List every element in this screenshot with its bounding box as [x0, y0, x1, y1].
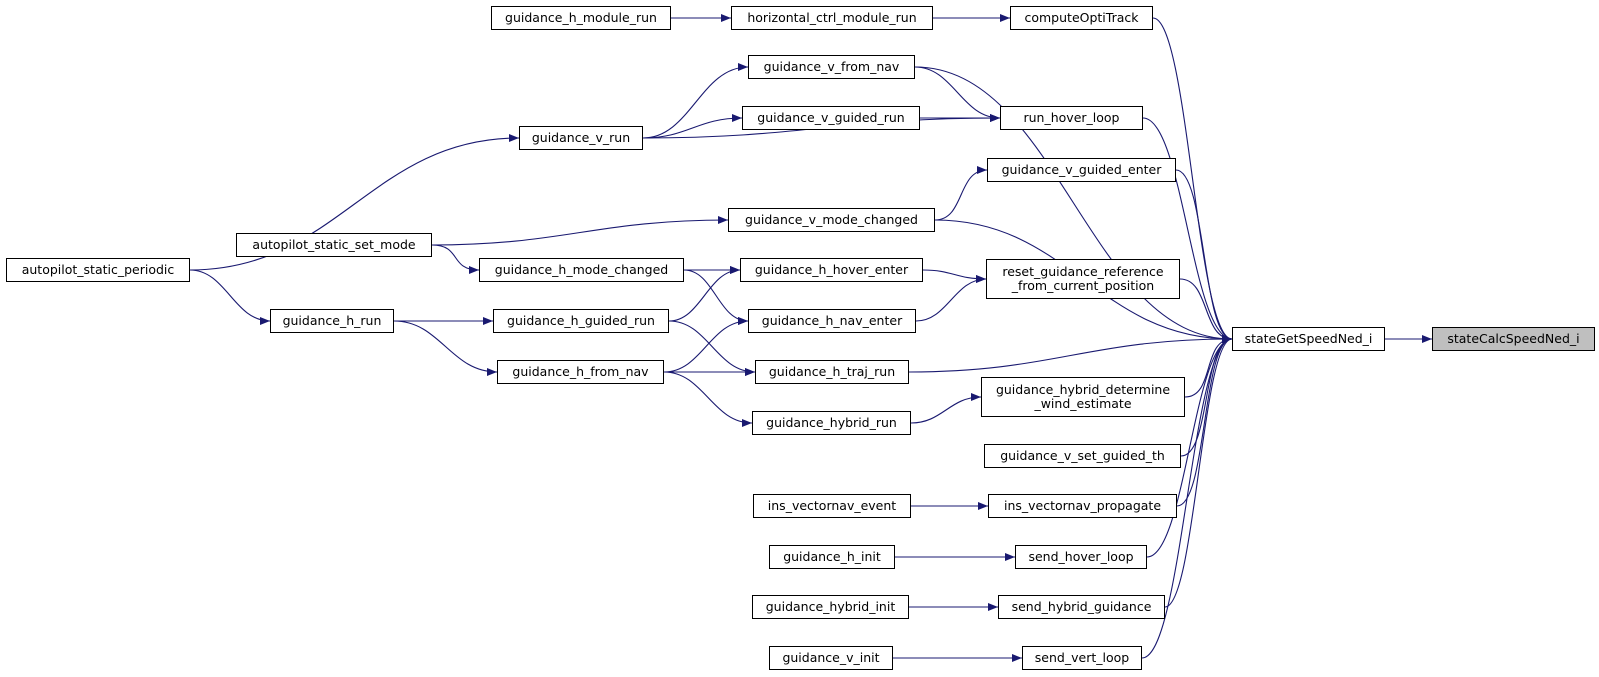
edge-send_hybrid_guidance-to-stateGetSpeedNed_i	[1164, 335, 1233, 608]
node-guidance_h_init[interactable]: guidance_h_init	[769, 545, 895, 569]
node-guidance_v_mode_changed[interactable]: guidance_v_mode_changed	[728, 208, 935, 232]
node-ins_vectornav_propagate[interactable]: ins_vectornav_propagate	[988, 494, 1177, 518]
edge-guidance_v_mode_changed-to-guidance_v_guided_enter	[934, 166, 988, 221]
node-guidance_h_run[interactable]: guidance_h_run	[270, 309, 394, 333]
node-guidance_h_mode_changed[interactable]: guidance_h_mode_changed	[479, 258, 684, 282]
node-guidance_hybrid_determine_wind_estimate[interactable]: guidance_hybrid_determine _wind_estimate	[981, 377, 1185, 417]
node-guidance_hybrid_run[interactable]: guidance_hybrid_run	[752, 411, 911, 435]
edge-guidance_h_hover_enter-to-reset_guidance_reference_from_current_position	[922, 269, 987, 283]
edge-send_hover_loop-to-stateGetSpeedNed_i	[1146, 335, 1233, 558]
node-stateCalcSpeedNed_i: stateCalcSpeedNed_i	[1432, 327, 1595, 351]
edge-guidance_h_mode_changed-to-guidance_h_nav_enter	[683, 269, 749, 325]
edge-guidance_v_from_nav-to-run_hover_loop	[914, 66, 1001, 122]
edge-computeOptiTrack-to-stateGetSpeedNed_i	[1152, 17, 1233, 343]
node-autopilot_static_periodic[interactable]: autopilot_static_periodic	[6, 258, 190, 282]
node-send_hover_loop[interactable]: send_hover_loop	[1015, 545, 1147, 569]
node-reset_guidance_reference_from_current_position[interactable]: reset_guidance_reference _from_current_p…	[986, 259, 1180, 299]
node-run_hover_loop[interactable]: run_hover_loop	[1000, 106, 1143, 130]
edge-guidance_hybrid_run-to-guidance_hybrid_determine_wind_estimate	[910, 393, 982, 424]
edge-guidance_h_run-to-guidance_h_from_nav	[393, 320, 498, 376]
node-guidance_h_guided_run[interactable]: guidance_h_guided_run	[493, 309, 669, 333]
edge-guidance_h_nav_enter-to-reset_guidance_reference_from_current_position	[915, 275, 987, 322]
node-guidance_h_from_nav[interactable]: guidance_h_from_nav	[497, 360, 664, 384]
edge-guidance_h_traj_run-to-stateGetSpeedNed_i	[908, 335, 1233, 373]
edge-send_vert_loop-to-stateGetSpeedNed_i	[1141, 335, 1233, 659]
edge-guidance_h_from_nav-to-guidance_h_nav_enter	[663, 317, 749, 373]
node-guidance_v_guided_enter[interactable]: guidance_v_guided_enter	[987, 158, 1176, 182]
edge-guidance_v_run-to-guidance_v_from_nav	[642, 63, 749, 139]
node-guidance_v_from_nav[interactable]: guidance_v_from_nav	[748, 55, 915, 79]
node-guidance_v_guided_run[interactable]: guidance_v_guided_run	[742, 106, 920, 130]
node-autopilot_static_set_mode[interactable]: autopilot_static_set_mode	[236, 233, 432, 257]
edge-reset_guidance_reference_from_current_position-to-stateGetSpeedNed_i	[1179, 278, 1233, 343]
edge-guidance_h_from_nav-to-guidance_hybrid_run	[663, 371, 753, 427]
node-computeOptiTrack[interactable]: computeOptiTrack	[1010, 6, 1153, 30]
node-send_hybrid_guidance[interactable]: send_hybrid_guidance	[998, 595, 1165, 619]
edge-guidance_v_run-to-guidance_v_guided_run	[642, 114, 743, 139]
edge-run_hover_loop-to-stateGetSpeedNed_i	[1142, 117, 1233, 343]
edge-guidance_v_from_nav-to-stateGetSpeedNed_i	[914, 66, 1233, 343]
edge-autopilot_static_periodic-to-guidance_v_run	[189, 134, 520, 271]
node-guidance_h_traj_run[interactable]: guidance_h_traj_run	[755, 360, 909, 384]
edge-autopilot_static_periodic-to-guidance_h_run	[189, 269, 271, 325]
edge-guidance_h_guided_run-to-guidance_h_traj_run	[668, 320, 756, 376]
edge-guidance_v_guided_enter-to-stateGetSpeedNed_i	[1175, 169, 1233, 343]
node-guidance_h_nav_enter[interactable]: guidance_h_nav_enter	[748, 309, 916, 333]
node-stateGetSpeedNed_i[interactable]: stateGetSpeedNed_i	[1232, 327, 1385, 351]
node-guidance_v_run[interactable]: guidance_v_run	[519, 126, 643, 150]
node-send_vert_loop[interactable]: send_vert_loop	[1022, 646, 1142, 670]
node-guidance_h_hover_enter[interactable]: guidance_h_hover_enter	[740, 258, 923, 282]
edge-ins_vectornav_propagate-to-stateGetSpeedNed_i	[1176, 335, 1233, 507]
node-guidance_v_set_guided_th[interactable]: guidance_v_set_guided_th	[984, 444, 1181, 468]
edge-autopilot_static_set_mode-to-guidance_h_mode_changed	[431, 244, 480, 274]
edge-guidance_h_guided_run-to-guidance_h_hover_enter	[668, 266, 741, 322]
edge-autopilot_static_set_mode-to-guidance_v_mode_changed	[431, 216, 729, 246]
node-ins_vectornav_event[interactable]: ins_vectornav_event	[753, 494, 911, 518]
edge-guidance_v_set_guided_th-to-stateGetSpeedNed_i	[1180, 335, 1233, 457]
node-guidance_h_module_run[interactable]: guidance_h_module_run	[491, 6, 671, 30]
node-guidance_v_init[interactable]: guidance_v_init	[769, 646, 893, 670]
node-guidance_hybrid_init[interactable]: guidance_hybrid_init	[752, 595, 909, 619]
node-horizontal_ctrl_module_run[interactable]: horizontal_ctrl_module_run	[731, 6, 933, 30]
